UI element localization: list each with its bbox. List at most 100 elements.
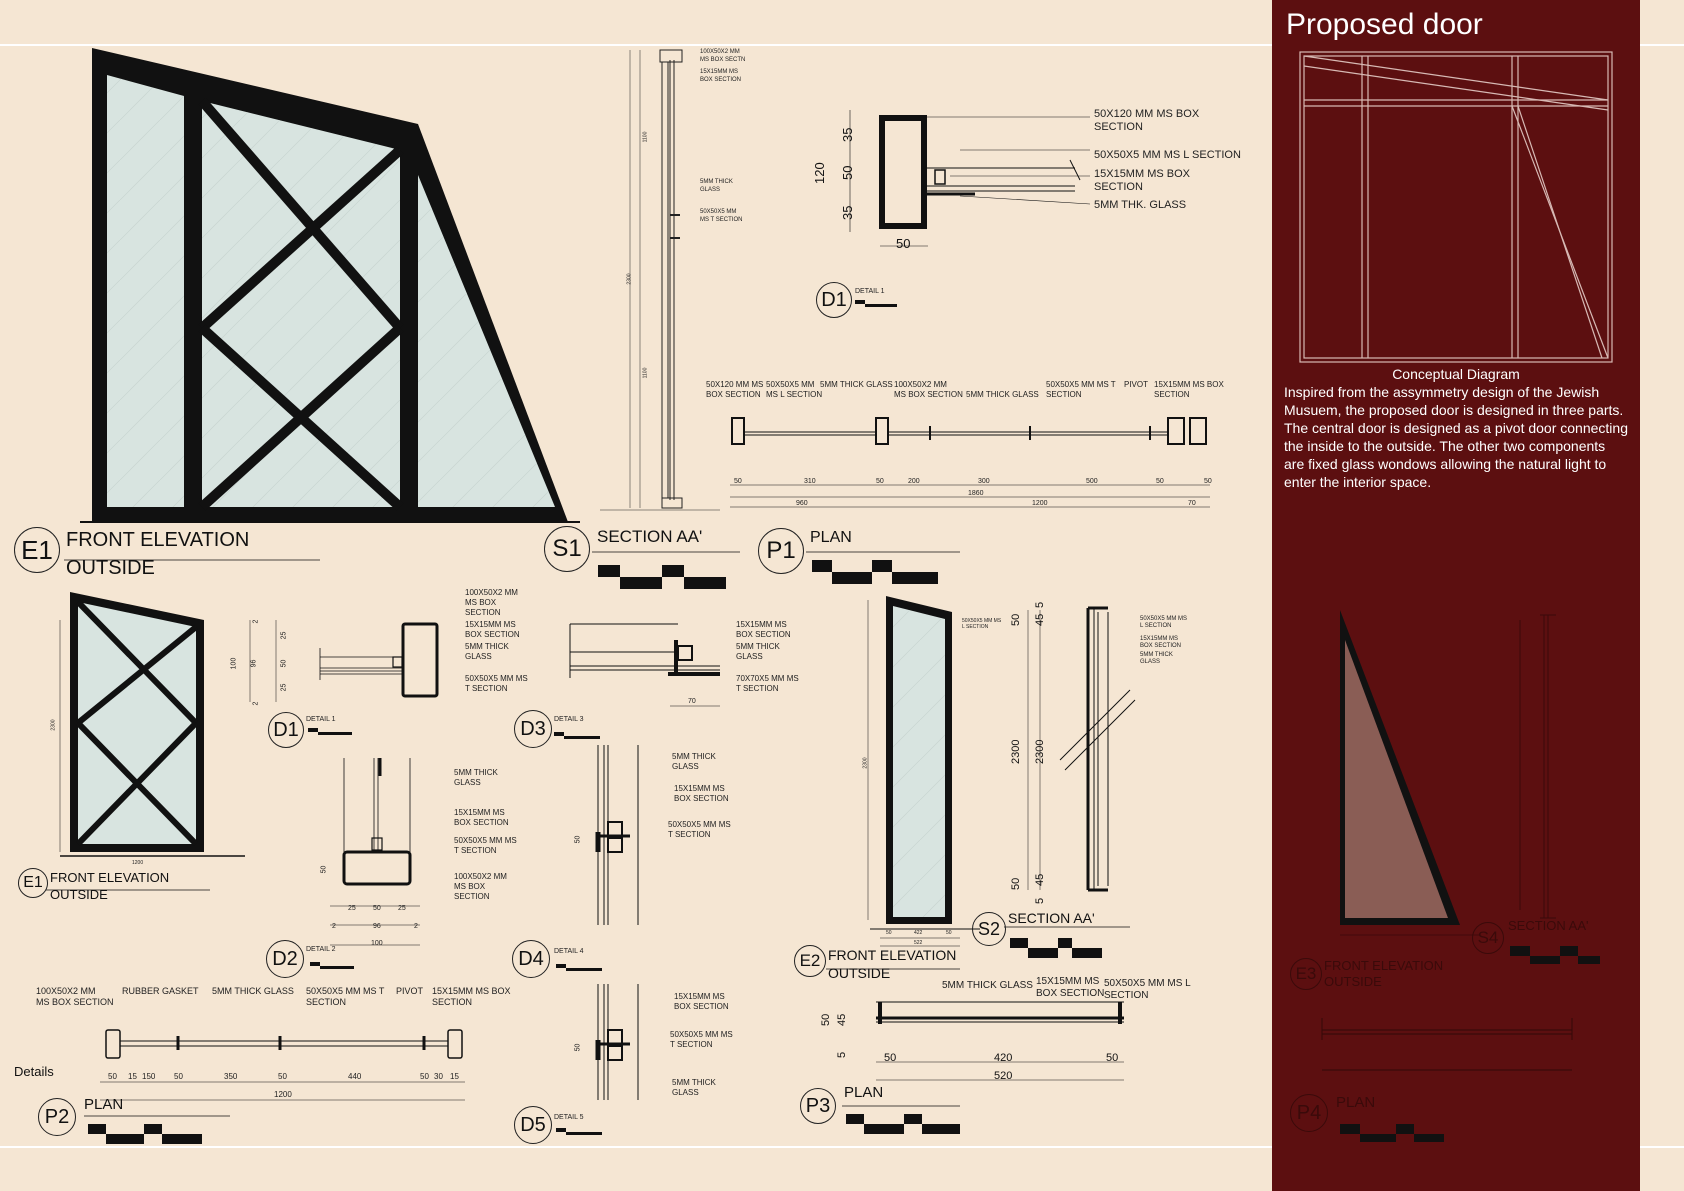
- d1-small-dim-5: 100: [230, 657, 238, 670]
- d2-dim-3: 25: [398, 905, 406, 912]
- tag-p3: P3: [800, 1088, 836, 1124]
- s1-dim-0: 2300: [626, 273, 633, 285]
- d2-note-1: 15X15MM MS BOX SECTION: [454, 808, 509, 827]
- d1-small-dim-3: 25: [280, 683, 288, 692]
- e1-small-elevation: [59, 592, 245, 857]
- tag-d1-top: D1: [816, 282, 852, 318]
- p2-dim-8: 30: [434, 1072, 443, 1081]
- tag-e1-small: E1: [18, 868, 48, 898]
- e1-title: FRONT ELEVATION: [66, 529, 250, 551]
- s1-note-1: 15X15MM MS BOX SECTION: [700, 69, 742, 83]
- p1-total-3: 70: [1188, 500, 1196, 507]
- d2-detail-label: DETAIL 2: [306, 946, 336, 953]
- tag-d3: D3: [514, 710, 552, 748]
- s2-note-1: 15X15MM MS BOX SECTION: [1140, 636, 1182, 649]
- tag-d1-small: D1: [268, 712, 304, 748]
- s2-dim-1: 45: [1034, 613, 1046, 626]
- p2-note-2: 5MM THICK GLASS: [212, 986, 294, 996]
- d1-small-note-3: 50X50X5 MM MS T SECTION: [465, 674, 528, 693]
- p2-dim-3: 50: [174, 1072, 183, 1081]
- d5-note-2: 5MM THICK GLASS: [672, 1078, 716, 1097]
- s1-note-2: 5MM THICK GLASS: [700, 179, 733, 193]
- e2-subtitle: OUTSIDE: [828, 965, 891, 981]
- e1-small-subtitle: OUTSIDE: [50, 887, 108, 902]
- p1-dim-6: 50: [1156, 478, 1164, 485]
- d5-note-1: 50X50X5 MM MS T SECTION: [670, 1030, 733, 1049]
- tag-s1: S1: [544, 526, 590, 572]
- s4-section: [1519, 614, 1556, 919]
- p3-note-2: 50X50X5 MM MS L SECTION: [1104, 978, 1191, 1001]
- s2-dim-2: 5: [1034, 601, 1046, 608]
- d2-note-3: 100X50X2 MM MS BOX SECTION: [454, 872, 507, 901]
- d2-dim-7: 100: [371, 940, 383, 947]
- p1-plan: [730, 417, 1210, 508]
- d1-small-note-1: 15X15MM MS BOX SECTION: [465, 620, 520, 639]
- d5-dim-0: 50: [574, 1043, 582, 1052]
- scale-bar-d1-top: [855, 300, 897, 307]
- p4-plan: [1321, 1018, 1573, 1071]
- s2-title: SECTION AA': [1008, 910, 1095, 926]
- d3-detail-label: DETAIL 3: [554, 716, 584, 723]
- proposed-door-panel: Proposed door Conceptual Diagram Inspire…: [1272, 0, 1640, 1191]
- p4-title: PLAN: [1336, 1094, 1376, 1111]
- scale-bar-s2: [1010, 938, 1102, 958]
- p3-dim-6: 520: [994, 1070, 1013, 1082]
- p2-note-5: 15X15MM MS BOX SECTION: [432, 986, 511, 1007]
- d4-dim-0: 50: [574, 835, 582, 844]
- d3-detail: [569, 623, 720, 707]
- p1-note-7: 15X15MM MS BOX SECTION: [1154, 380, 1224, 399]
- d1-small-dim-2: 50: [280, 659, 288, 668]
- e1-small-dim-0: 2300: [50, 719, 57, 731]
- d1-top-note-3: 5MM THK. GLASS: [1094, 199, 1187, 211]
- s1-section: [600, 49, 720, 511]
- e2-dim-0: 2300: [862, 757, 869, 769]
- p2-dim-5: 50: [278, 1072, 287, 1081]
- d1-top-note-2: 15X15MM MS BOX SECTION: [1094, 168, 1190, 193]
- s2-dim-4: 2300: [1034, 739, 1046, 764]
- d5-detail-label: DETAIL 5: [554, 1114, 584, 1121]
- p2-dim-1: 15: [128, 1072, 137, 1081]
- s4-title: SECTION AA': [1508, 918, 1589, 933]
- d5-note-0: 15X15MM MS BOX SECTION: [674, 992, 729, 1011]
- panel-title: Proposed door: [1286, 8, 1483, 41]
- p3-dim-5: 50: [1106, 1052, 1119, 1064]
- e2-note-0: 50X50X5 MM MS L SECTION: [962, 618, 1002, 630]
- d1-small-dim-0: 2: [252, 619, 260, 624]
- tag-s2: S2: [972, 912, 1006, 946]
- e2-dim-2: 422: [914, 930, 923, 936]
- details-label: Details: [14, 1064, 54, 1079]
- p2-note-0: 100X50X2 MM MS BOX SECTION: [36, 986, 114, 1007]
- d1-top-detail: [849, 110, 1091, 247]
- p1-note-0: 50X120 MM MS BOX SECTION: [706, 380, 764, 399]
- p1-note-2: 5MM THICK GLASS: [820, 380, 893, 389]
- d1-top-note-0: 50X120 MM MS BOX SECTION: [1094, 108, 1200, 133]
- d4-note-2: 50X50X5 MM MS T SECTION: [668, 820, 731, 839]
- p1-dim-3: 200: [908, 478, 920, 485]
- tag-p4: P4: [1290, 1094, 1328, 1132]
- p2-dim-2: 150: [142, 1072, 156, 1081]
- p1-dim-1: 310: [804, 478, 816, 485]
- p1-dim-2: 50: [876, 478, 884, 485]
- conceptual-diagram: [1299, 51, 1613, 363]
- d3-note-2: 70X70X5 MM MS T SECTION: [736, 674, 799, 693]
- d1-small-dim-6: 96: [250, 659, 258, 668]
- e3-elevation: [1340, 610, 1480, 936]
- d1-small-detail-label: DETAIL 1: [306, 716, 336, 723]
- scale-bar-details: [308, 728, 602, 1135]
- tag-s4: S4: [1472, 922, 1504, 954]
- d1-top-dim-2: 35: [840, 205, 855, 220]
- d1-top-dim-3: 120: [812, 162, 827, 184]
- d1-small-detail: [249, 620, 439, 702]
- p2-plan: [100, 1029, 465, 1101]
- p1-total-1: 1860: [968, 490, 984, 497]
- tag-p1: P1: [758, 528, 804, 574]
- p3-plan: [876, 1001, 1124, 1081]
- bottom-rule: [0, 1146, 1684, 1148]
- p2-note-1: RUBBER GASKET: [122, 986, 199, 996]
- p1-note-4: 5MM THICK GLASS: [966, 390, 1039, 399]
- d3-note-1: 5MM THICK GLASS: [736, 642, 780, 661]
- e2-title: FRONT ELEVATION: [828, 947, 957, 963]
- e1-subtitle: OUTSIDE: [66, 557, 155, 579]
- p3-dim-1: 45: [836, 1013, 848, 1026]
